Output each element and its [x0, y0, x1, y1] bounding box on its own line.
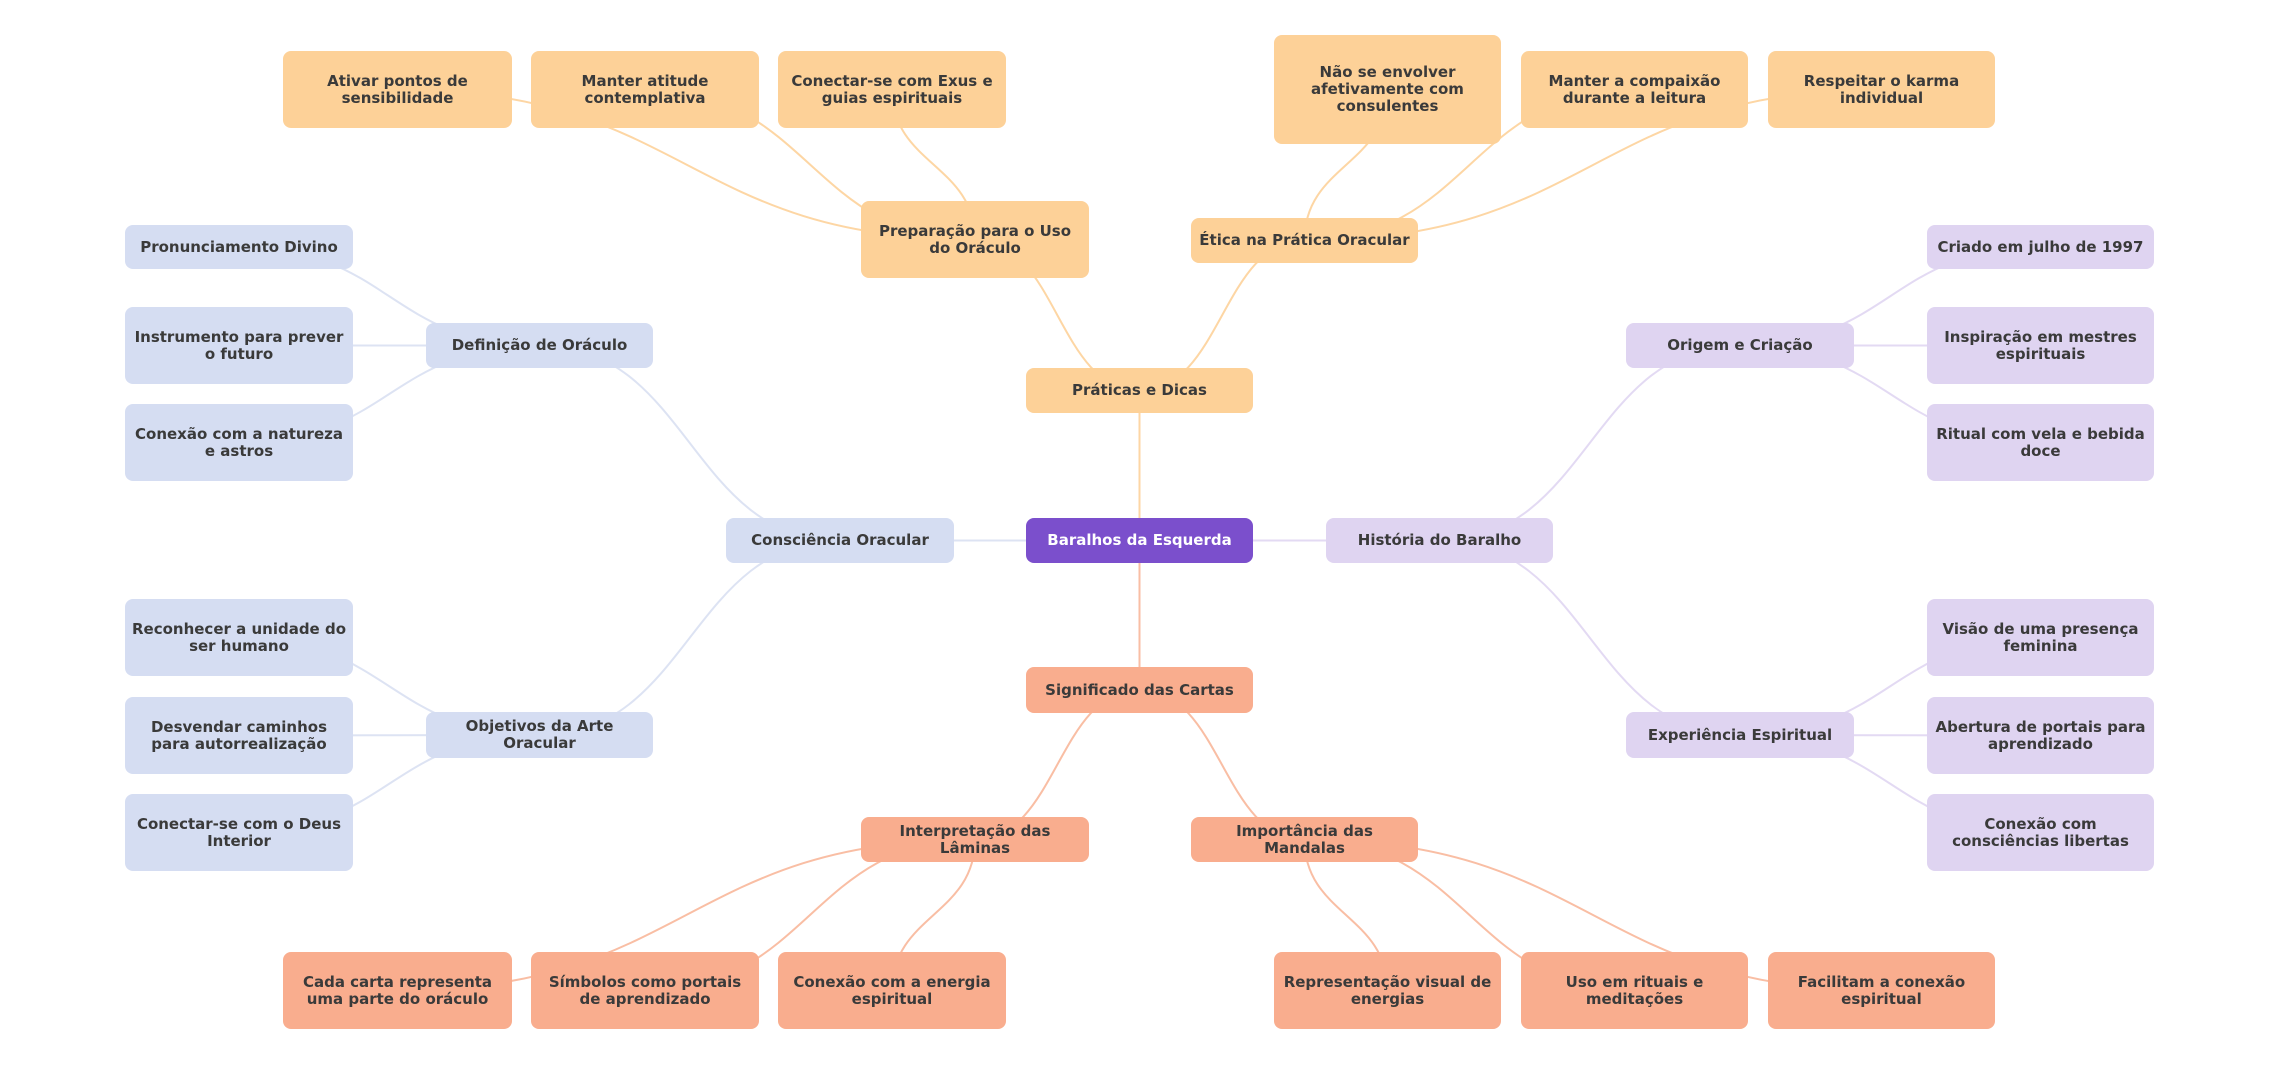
node-inspiracao[interactable]: Inspiração em mestres espirituais: [1927, 307, 2154, 384]
node-representacao[interactable]: Representação visual de energias: [1274, 952, 1501, 1029]
node-compaixao[interactable]: Manter a compaixão durante a leitura: [1521, 51, 1748, 128]
node-manter-atitude[interactable]: Manter atitude contemplativa: [531, 51, 759, 128]
node-deus-interior[interactable]: Conectar-se com o Deus Interior: [125, 794, 353, 871]
node-simbolos[interactable]: Símbolos como portais de aprendizado: [531, 952, 759, 1029]
node-historia[interactable]: História do Baralho: [1326, 518, 1553, 563]
node-ritual[interactable]: Ritual com vela e bebida doce: [1927, 404, 2154, 481]
node-rituais[interactable]: Uso em rituais e meditações: [1521, 952, 1748, 1029]
node-natureza[interactable]: Conexão com a natureza e astros: [125, 404, 353, 481]
node-nao-envolver[interactable]: Não se envolver afetivamente com consule…: [1274, 35, 1501, 144]
node-portais[interactable]: Abertura de portais para aprendizado: [1927, 697, 2154, 774]
node-cada-carta[interactable]: Cada carta representa uma parte do orácu…: [283, 952, 512, 1029]
node-definicao[interactable]: Definição de Oráculo: [426, 323, 653, 368]
node-caminhos[interactable]: Desvendar caminhos para autorrealização: [125, 697, 353, 774]
node-experiencia[interactable]: Experiência Espiritual: [1626, 712, 1854, 758]
connector-consciencia-objetivos: [539, 539, 841, 736]
node-mandalas[interactable]: Importância das Mandalas: [1191, 817, 1418, 862]
connector-historia-experiencia: [1439, 539, 1741, 736]
node-energia[interactable]: Conexão com a energia espiritual: [778, 952, 1006, 1029]
node-pronunciamento[interactable]: Pronunciamento Divino: [125, 225, 353, 269]
node-instrumento[interactable]: Instrumento para prever o futuro: [125, 307, 353, 384]
node-origem[interactable]: Origem e Criação: [1626, 323, 1854, 368]
node-preparacao[interactable]: Preparação para o Uso do Oráculo: [861, 201, 1089, 278]
node-significado[interactable]: Significado das Cartas: [1026, 667, 1253, 713]
node-facilitam[interactable]: Facilitam a conexão espiritual: [1768, 952, 1995, 1029]
node-praticas[interactable]: Práticas e Dicas: [1026, 368, 1253, 413]
node-ativar[interactable]: Ativar pontos de sensibilidade: [283, 51, 512, 128]
node-etica[interactable]: Ética na Prática Oracular: [1191, 218, 1418, 263]
node-karma[interactable]: Respeitar o karma individual: [1768, 51, 1995, 128]
node-consciencias[interactable]: Conexão com consciências libertas: [1927, 794, 2154, 871]
node-conectar-exus[interactable]: Conectar-se com Exus e guias espirituais: [778, 51, 1006, 128]
node-criado[interactable]: Criado em julho de 1997: [1927, 225, 2154, 269]
node-unidade[interactable]: Reconhecer a unidade do ser humano: [125, 599, 353, 676]
connector-consciencia-definicao: [539, 344, 841, 542]
node-presenca[interactable]: Visão de uma presença feminina: [1927, 599, 2154, 676]
connector-historia-origem: [1439, 344, 1741, 542]
root-node[interactable]: Baralhos da Esquerda: [1026, 518, 1253, 563]
node-objetivos[interactable]: Objetivos da Arte Oracular: [426, 712, 653, 758]
node-consciencia[interactable]: Consciência Oracular: [726, 518, 954, 563]
node-interpretacao[interactable]: Interpretação das Lâminas: [861, 817, 1089, 862]
